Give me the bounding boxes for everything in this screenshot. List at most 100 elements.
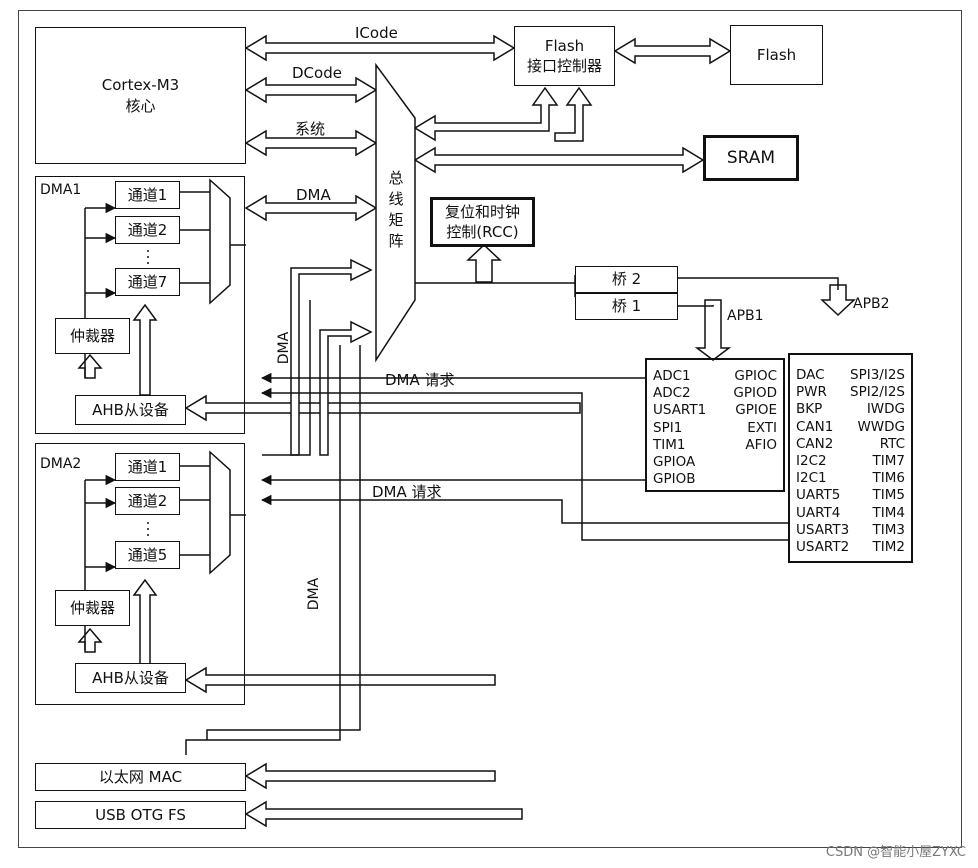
peripheral-item: TIM6 [872,470,905,487]
peripheral-item: USART2 [796,539,850,556]
rcc-line2: 控制(RCC) [446,223,519,241]
peripheral-item: AFIO [745,436,777,453]
bus-matrix-label: 总 线 矩 阵 [388,169,404,250]
cortex-title: Cortex-M3 [101,76,180,95]
peripheral-item: TIM4 [872,504,905,521]
usb-label: USB OTG FS [95,805,186,824]
peripheral-item: GPIOB [653,471,696,488]
bridge-2: 桥 2 [575,266,678,293]
peripheral-item: CAN1 [796,418,834,435]
dma1-title: DMA1 [40,182,82,198]
dma2-title: DMA2 [40,456,82,472]
dma1-group [35,176,245,434]
dma1-channel-1-label: 通道1 [127,185,168,204]
peripheral-item: SPI2/I2S [850,384,905,401]
peripheral-item: GPIOD [733,385,777,402]
rcc-line1: 复位和时钟 [444,202,520,221]
dma-bus-label: DMA [296,186,331,204]
flash-memory: Flash [730,25,823,85]
ethernet-arrow [244,762,496,790]
dma-request-label-1: DMA 请求 [385,371,455,389]
dma2-ahb-slave-label: AHB从设备 [92,668,169,687]
peripheral-item: WWDG [857,418,905,435]
dma2-channel-5-label: 通道5 [127,545,168,564]
peripheral-item: CAN2 [796,435,834,452]
peripheral-item: DAC [796,367,825,383]
ethernet-mac: 以太网 MAC [35,763,246,791]
peripheral-item: ADC2 [653,385,691,402]
dma2-channel-1: 通道1 [115,453,180,481]
apb2-label: APB2 [853,296,890,312]
flash-label: Flash [756,45,797,64]
bridge-1-label: 桥 1 [611,297,642,316]
dma2-arbiter: 仲裁器 [55,590,130,626]
sram-label: SRAM [726,147,776,168]
dma2-mux [209,450,231,575]
peripheral-item: PWR [796,384,827,401]
peripheral-item: TIM3 [872,521,905,538]
dma-vertical-label-1: DMA [276,331,293,365]
dma2-channel-1-label: 通道1 [127,457,168,476]
dma1-mux [209,178,231,305]
usb-arrow [244,800,523,828]
dma2-arbiter-label: 仲裁器 [69,598,115,617]
dma2-channel-2-label: 通道2 [127,491,168,510]
peripheral-item: I2C1 [796,470,827,487]
dma1-channel-7-label: 通道7 [127,272,168,291]
dma2-group [35,443,245,705]
peripheral-item: SPI3/I2S [850,367,905,383]
peripheral-item: SPI1 [653,419,683,436]
dma1-ahb-slave-label: AHB从设备 [92,400,169,419]
peripheral-item: USART3 [796,521,850,538]
peripheral-item: TIM5 [872,487,905,504]
flash-ctrl-line2: 接口控制器 [526,57,602,75]
peripheral-item: ADC1 [653,368,691,384]
peripheral-item: RTC [879,435,905,452]
peripheral-item: UART4 [796,504,841,521]
apb1-label: APB1 [727,308,764,324]
dma1-arbiter: 仲裁器 [55,318,130,354]
peripheral-item: TIM2 [872,539,905,556]
bridge-2-label: 桥 2 [611,270,642,289]
peripheral-item: UART5 [796,487,841,504]
peripheral-item: GPIOA [653,454,696,471]
diagram-frame [18,10,962,848]
dma-vertical-label-2: DMA [306,577,323,611]
watermark: CSDN @智能小屋ZYXC [825,845,966,860]
bus-matrix-shape [375,62,416,363]
dma1-arbiter-label: 仲裁器 [69,326,115,345]
rcc-block: 复位和时钟控制(RCC) [430,197,535,247]
dma1-ahb-slave: AHB从设备 [75,395,186,425]
dma1-channel-1: 通道1 [115,181,180,209]
cortex-subtitle: 核心 [125,96,156,115]
peripheral-item: TIM7 [872,453,905,470]
dma-request-label-2: DMA 请求 [372,483,442,501]
flash-ctrl-elbow-arrow [413,86,559,142]
peripheral-item: EXTI [747,419,777,436]
sram-arrow [413,146,705,174]
sram: SRAM [703,135,799,181]
ethernet-label: 以太网 MAC [98,767,183,786]
usb-otg-fs: USB OTG FS [35,801,246,829]
system-label: 系统 [295,120,326,138]
dma2-ahb-slave: AHB从设备 [75,663,186,693]
flash-link-arrow [613,37,732,65]
peripheral-item: BKP [796,401,823,418]
dma2-channel-2: 通道2 [115,487,180,515]
peripheral-item: TIM1 [653,436,686,453]
dma1-channel-7: 通道7 [115,268,180,296]
dma1-ahb-arrow [184,394,581,422]
dma1-channel-2-label: 通道2 [127,220,168,239]
peripheral-item: I2C2 [796,453,827,470]
dcode-label: DCode [292,64,342,82]
peripheral-item: IWDG [866,401,905,418]
dma2-channel-5: 通道5 [115,541,180,569]
